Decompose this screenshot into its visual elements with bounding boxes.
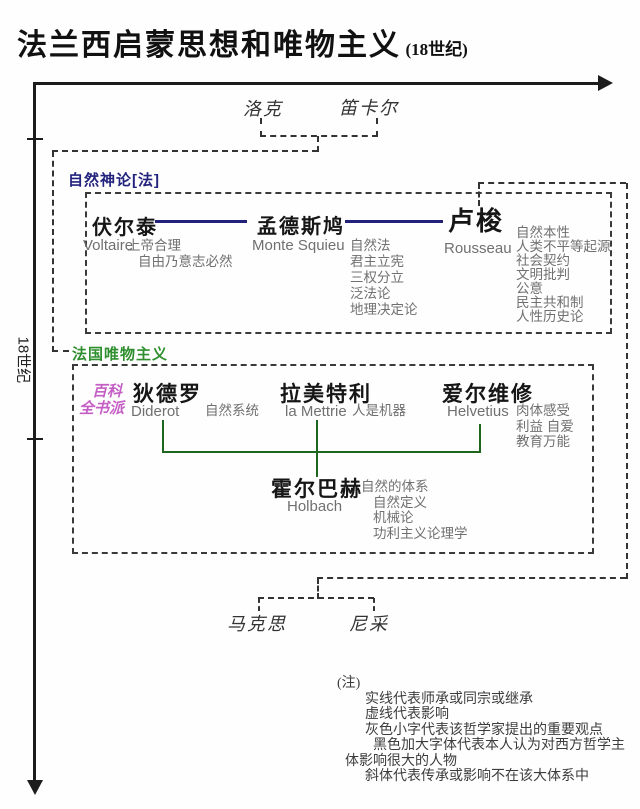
holbach-ideas: 自然的体系 自然定义 机械论 功利主义论理学 — [361, 479, 468, 541]
voltaire-ideas: 上帝合理 自由乃意志必然 — [127, 238, 233, 270]
helvetius-ideas: 肉体感受 利益 自爱 教育万能 — [516, 403, 574, 450]
influence-line-segment — [52, 350, 69, 352]
lineage-line-segment — [479, 424, 481, 453]
materialism-section-label: 法国唯物主义 — [72, 346, 169, 363]
idea-line: 自然定义 — [373, 494, 427, 510]
influence-line-segment — [52, 151, 54, 352]
idea-line: 泛法论 — [350, 286, 391, 301]
influence-line-segment — [52, 150, 318, 152]
lineage-line-voltaire-montesquieu — [155, 220, 247, 223]
philosopher-descartes: 笛卡尔 — [339, 98, 399, 118]
idea-line: 三权分立 — [350, 270, 404, 285]
timeline-left-axis — [33, 82, 36, 782]
idea-line: 自然系统 — [205, 403, 259, 418]
philosopher-nietzsche: 尼采 — [349, 614, 389, 634]
timeline-down-arrowhead-icon — [27, 780, 43, 795]
philosopher-voltaire: 伏尔泰 — [92, 217, 158, 239]
philosopher-helvetius-latin: Helvetius — [447, 403, 509, 420]
idea-line: 自由乃意志必然 — [138, 254, 233, 269]
philosopher-montesquieu: 孟德斯鸠 — [257, 216, 345, 238]
encyclopedists-badge-line2: 全书派 — [79, 400, 125, 417]
century-label: 18世纪 — [14, 336, 32, 384]
influence-line-segment — [626, 183, 628, 579]
idea-line: 教育万能 — [516, 434, 570, 449]
idea-line: 社会契约 — [516, 253, 570, 268]
influence-line-segment — [258, 597, 374, 599]
idea-line: 自然的体系 — [361, 479, 429, 494]
philosopher-holbach: 霍尔巴赫 — [271, 478, 363, 501]
philosopher-marx: 马克思 — [227, 614, 287, 634]
encyclopedists-badge-line1: 百科 — [92, 383, 123, 400]
idea-line: 民主共和制 — [516, 295, 584, 310]
idea-line: 公意 — [516, 281, 543, 296]
influence-line-segment — [258, 598, 260, 611]
influence-line-segment — [317, 577, 626, 579]
philosopher-diderot: 狄德罗 — [133, 383, 202, 406]
title-sub: (18世纪) — [405, 40, 468, 59]
influence-line-segment — [260, 118, 262, 137]
influence-line-segment — [317, 578, 319, 599]
influence-line-segment — [478, 183, 480, 206]
timeline-top-axis — [35, 82, 602, 85]
axis-tick — [27, 138, 43, 140]
influence-line-segment — [478, 182, 626, 184]
philosopher-lamettrie-latin: la Mettrie — [285, 403, 347, 420]
idea-line: 上帝合理 — [127, 238, 181, 253]
idea-line: 地理决定论 — [350, 302, 418, 317]
idea-line: 机械论 — [373, 510, 414, 525]
influence-line-segment — [376, 118, 378, 137]
idea-line: 功利主义论理学 — [373, 525, 468, 541]
deism-section-label: 自然神论[法] — [68, 172, 160, 189]
philosopher-lamettrie: 拉美特利 — [280, 383, 372, 406]
idea-line: 利益 自爱 — [516, 418, 574, 434]
title-main: 法兰西启蒙思想和唯物主义 — [17, 29, 401, 62]
timeline-right-arrowhead-icon — [598, 75, 613, 91]
materialism-box — [72, 364, 594, 554]
idea-line: 君主立宪 — [350, 254, 404, 269]
idea-line: 人性历史论 — [516, 309, 584, 324]
idea-line: 自然本性 — [516, 225, 570, 240]
lamettrie-ideas: 人是机器 — [352, 403, 406, 419]
rousseau-ideas: 自然本性 人类不平等起源 社会契约 文明批判 公意 民主共和制 人性历史论 — [516, 226, 611, 324]
philosopher-helvetius: 爱尔维修 — [442, 383, 534, 406]
legend-line: 虚线代表影响 — [365, 707, 449, 722]
influence-line-segment — [317, 136, 319, 152]
lineage-line-segment — [162, 420, 164, 453]
philosopher-rousseau-latin: Rousseau — [444, 240, 512, 257]
lineage-line-segment — [162, 451, 481, 453]
deism-box — [85, 192, 612, 334]
philosopher-voltaire-latin: Voltaire — [83, 237, 134, 254]
philosopher-rousseau: 卢梭 — [448, 206, 505, 236]
legend-line: 灰色小字代表该哲学家提出的重要观点 — [365, 722, 603, 738]
idea-line: 自然法 — [350, 238, 391, 253]
legend: (注) 实线代表师承或同宗或继承 虚线代表影响 灰色小字代表该哲学家提出的重要观… — [330, 676, 625, 785]
philosopher-diderot-latin: Diderot — [131, 403, 180, 420]
influence-line-segment — [373, 598, 375, 611]
axis-tick — [27, 438, 43, 440]
philosopher-locke: 洛克 — [243, 99, 283, 119]
legend-line: 体影响很大的人物 — [345, 753, 457, 769]
diderot-ideas: 自然系统 — [205, 403, 259, 419]
idea-line: 人类不平等起源 — [516, 239, 611, 254]
legend-line: 实线代表师承或同宗或继承 — [365, 691, 533, 707]
philosopher-montesquieu-latin: Monte Squieu — [252, 237, 345, 254]
influence-line-segment — [260, 135, 378, 137]
idea-line: 肉体感受 — [516, 403, 570, 418]
legend-title: (注) — [337, 676, 361, 691]
idea-line: 文明批判 — [516, 267, 570, 282]
lineage-line-montesquieu-rousseau — [345, 220, 443, 223]
legend-line: 斜体代表传承或影响不在该大体系中 — [365, 769, 589, 784]
idea-line: 人是机器 — [352, 403, 406, 418]
philosopher-holbach-latin: Holbach — [287, 498, 343, 515]
legend-line: 黑色加大字体代表本人认为对西方哲学主 — [373, 738, 625, 753]
montesquieu-ideas: 自然法 君主立宪 三权分立 泛法论 地理决定论 — [350, 238, 418, 318]
lineage-line-segment — [316, 420, 318, 477]
page-title: 法兰西启蒙思想和唯物主义 (18世纪) — [17, 20, 468, 64]
